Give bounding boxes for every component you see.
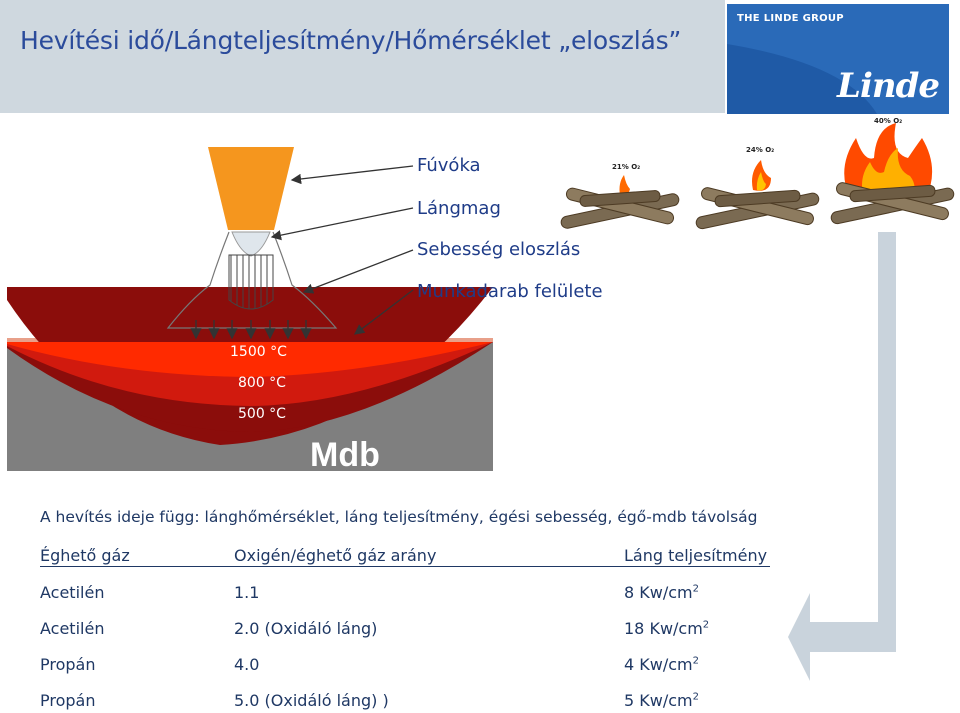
table-header-rule: [40, 566, 770, 567]
zone-label-500: 500 °C: [238, 406, 286, 422]
leader-core: [270, 207, 414, 241]
big-return-arrow: [788, 232, 896, 681]
leader-surface: [353, 289, 414, 335]
table-row-1-ratio: 1.1: [234, 583, 260, 602]
table-row-1-gas: Acetilén: [40, 583, 105, 602]
table-row-3-power: 4 Kw/cm2: [624, 655, 699, 674]
nozzle: [208, 147, 294, 230]
table-header-power: Láng teljesítmény: [624, 546, 768, 565]
table-row-4-ratio: 5.0 (Oxidáló láng) ): [234, 691, 389, 710]
logo-wordmark: Linde: [837, 66, 940, 106]
velocity-profile: [228, 254, 274, 310]
zone-label-800: 800 °C: [238, 375, 286, 391]
table-row-4-gas: Propán: [40, 691, 96, 710]
flame-core: [231, 231, 271, 257]
fire-2: [695, 160, 820, 230]
title-band: [0, 0, 725, 113]
flame-envelope: [166, 231, 338, 329]
zone-label-1500: 1500 °C: [230, 344, 287, 360]
impingement-arrows: [190, 320, 312, 340]
label-velocity: Sebesség eloszlás: [417, 239, 581, 260]
workpiece-label: Mdb: [310, 436, 380, 474]
table-row-3-ratio: 4.0: [234, 655, 260, 674]
table-row-2-gas: Acetilén: [40, 619, 105, 638]
linde-sign-icon: [727, 44, 877, 114]
table-header-ratio: Oxigén/éghető gáz arány: [234, 546, 437, 565]
fire-1-o2: 21% O₂: [612, 163, 641, 171]
zone-1500: [7, 342, 493, 377]
fire-3-o2: 40% O₂: [874, 117, 903, 125]
table-row-2-power: 18 Kw/cm2: [624, 619, 710, 638]
heating-description: A hevítés ideje függ: lánghőmérséklet, l…: [40, 508, 758, 526]
table-row-2-ratio: 2.0 (Oxidáló láng): [234, 619, 378, 638]
label-surface: Munkadarab felülete: [417, 281, 603, 302]
leader-velocity: [302, 249, 414, 294]
page-title: Hevítési idő/Lángteljesítmény/Hőmérsékle…: [20, 26, 682, 55]
label-nozzle: Fúvóka: [417, 155, 481, 176]
label-flame-core: Lángmag: [417, 198, 501, 219]
linde-logo: THE LINDE GROUP Linde: [727, 4, 949, 114]
fire-3: [830, 123, 955, 225]
table-header-gas: Éghető gáz: [40, 546, 130, 565]
leader-nozzle: [290, 165, 414, 185]
logo-tagline: THE LINDE GROUP: [737, 13, 844, 24]
fire-1: [560, 175, 680, 229]
table-row-3-gas: Propán: [40, 655, 96, 674]
fire-2-o2: 24% O₂: [746, 146, 775, 154]
table-row-4-power: 5 Kw/cm2: [624, 691, 699, 710]
table-row-1-power: 8 Kw/cm2: [624, 583, 699, 602]
